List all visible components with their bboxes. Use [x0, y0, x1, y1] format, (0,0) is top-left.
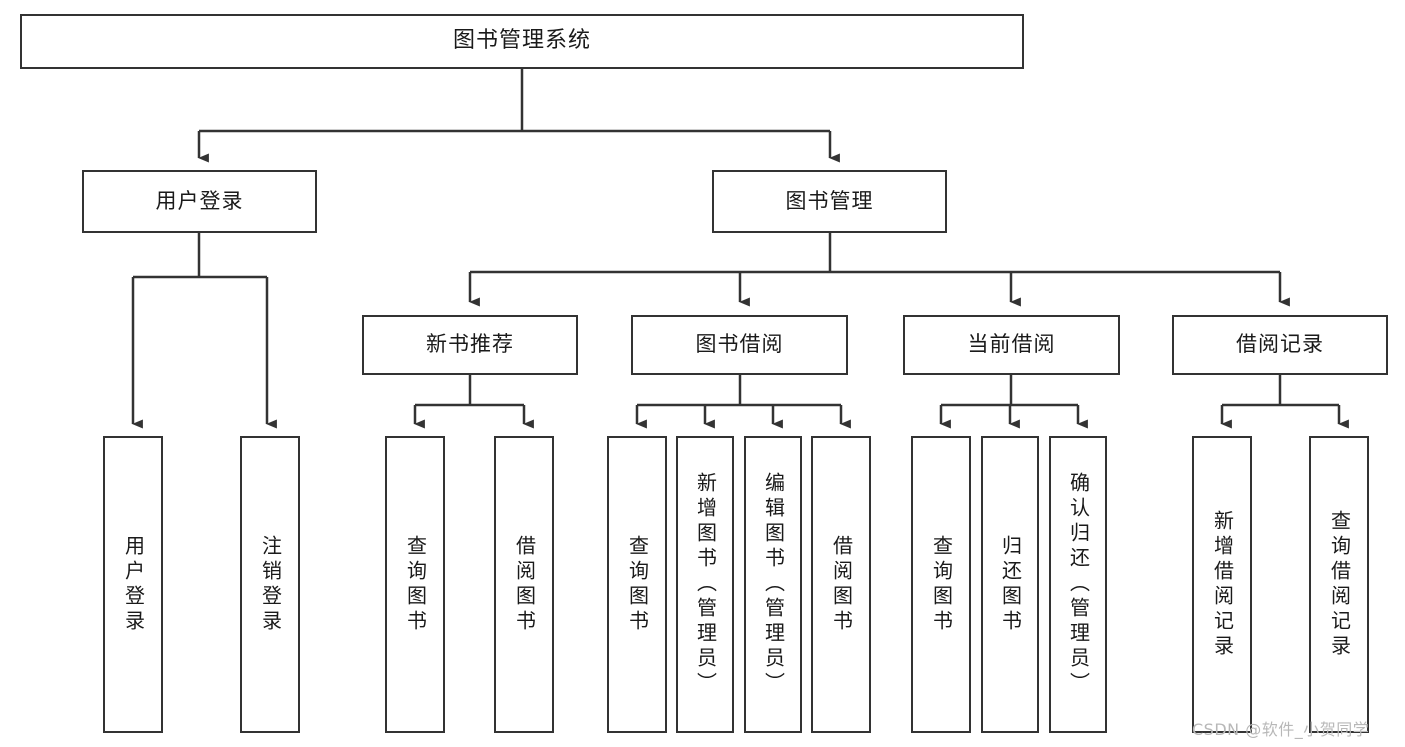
- node-current-borrow-label: 当前借阅: [967, 332, 1056, 357]
- leaf-query-book-3-label: 查询图书: [929, 534, 954, 635]
- node-root[interactable]: 图书管理系统: [20, 14, 1024, 69]
- leaf-query-record-label: 查询借阅记录: [1327, 509, 1352, 660]
- leaf-add-record-label: 新增借阅记录: [1210, 509, 1235, 660]
- node-borrow-record[interactable]: 借阅记录: [1172, 315, 1388, 375]
- leaf-logout-login[interactable]: 注销登录: [240, 436, 300, 733]
- leaf-query-book-2-label: 查询图书: [625, 534, 650, 635]
- leaf-add-record[interactable]: 新增借阅记录: [1192, 436, 1252, 733]
- node-book-borrow-label: 图书借阅: [695, 332, 784, 357]
- leaf-query-record[interactable]: 查询借阅记录: [1309, 436, 1369, 733]
- leaf-add-book[interactable]: 新增图书（管理员）: [676, 436, 734, 733]
- leaf-query-book-1[interactable]: 查询图书: [385, 436, 445, 733]
- node-user-login[interactable]: 用户登录: [82, 170, 317, 233]
- node-book-management-label: 图书管理: [785, 188, 874, 213]
- leaf-query-book-2[interactable]: 查询图书: [607, 436, 667, 733]
- leaf-return-book[interactable]: 归还图书: [981, 436, 1039, 733]
- node-current-borrow[interactable]: 当前借阅: [903, 315, 1120, 375]
- node-book-management[interactable]: 图书管理: [712, 170, 947, 233]
- leaf-user-login[interactable]: 用户登录: [103, 436, 163, 733]
- node-new-book-recommend-label: 新书推荐: [426, 332, 514, 357]
- csdn-watermark: CSDN @软件_小贺同学: [1192, 720, 1370, 739]
- node-new-book-recommend[interactable]: 新书推荐: [362, 315, 578, 375]
- leaf-user-login-label: 用户登录: [121, 534, 146, 635]
- node-root-label: 图书管理系统: [452, 28, 591, 54]
- leaf-add-book-label: 新增图书（管理员）: [693, 472, 718, 697]
- leaf-borrow-book-1-label: 借阅图书: [512, 534, 537, 635]
- leaf-borrow-book-2-label: 借阅图书: [829, 534, 854, 635]
- leaf-edit-book[interactable]: 编辑图书（管理员）: [744, 436, 802, 733]
- node-book-borrow[interactable]: 图书借阅: [631, 315, 848, 375]
- leaf-confirm-return-label: 确认归还（管理员）: [1066, 472, 1091, 697]
- leaf-logout-login-label: 注销登录: [258, 534, 283, 635]
- leaf-return-book-label: 归还图书: [998, 534, 1023, 635]
- leaf-borrow-book-1[interactable]: 借阅图书: [494, 436, 554, 733]
- node-user-login-label: 用户登录: [155, 188, 244, 213]
- leaf-confirm-return[interactable]: 确认归还（管理员）: [1049, 436, 1107, 733]
- node-borrow-record-label: 借阅记录: [1236, 332, 1324, 357]
- leaf-borrow-book-2[interactable]: 借阅图书: [811, 436, 871, 733]
- leaf-query-book-1-label: 查询图书: [403, 534, 428, 635]
- leaf-edit-book-label: 编辑图书（管理员）: [761, 472, 786, 697]
- leaf-query-book-3[interactable]: 查询图书: [911, 436, 971, 733]
